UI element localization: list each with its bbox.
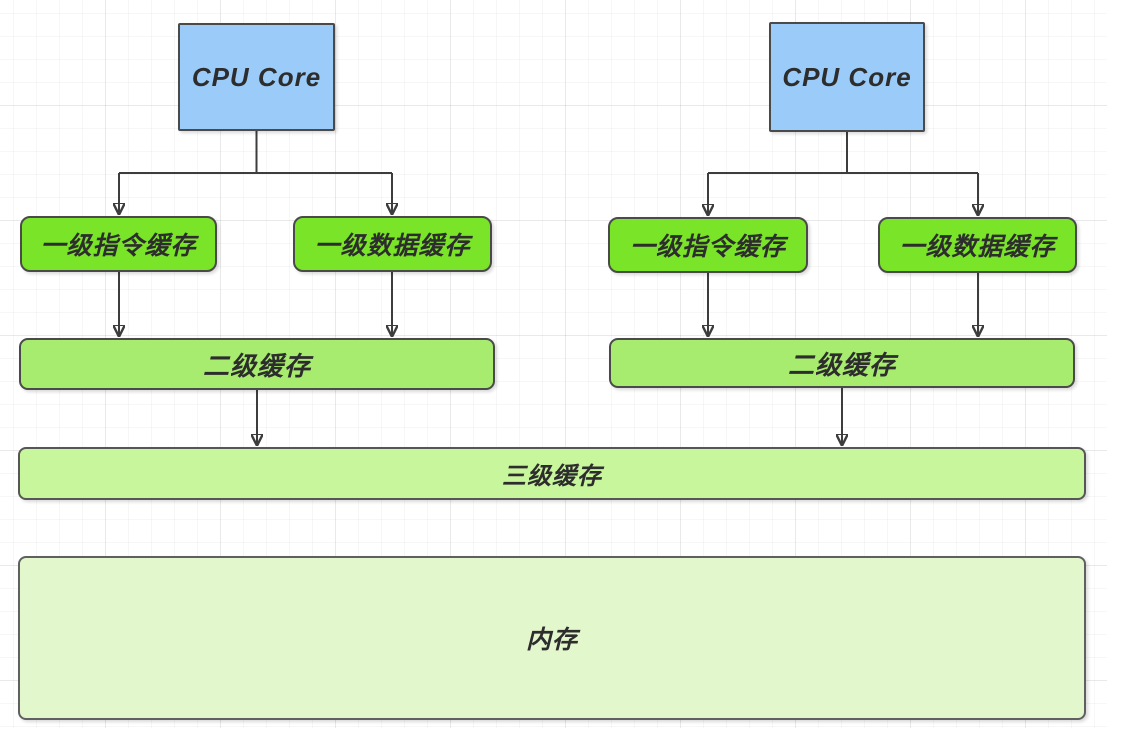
node-l1-instruction-cache-left[interactable]: 一级指令缓存 bbox=[20, 216, 217, 272]
node-memory[interactable]: 内存 bbox=[18, 556, 1086, 720]
node-cpu-core-right[interactable]: CPU Core bbox=[769, 22, 925, 132]
node-label: 一级指令缓存 bbox=[40, 232, 197, 260]
node-label: 二级缓存 bbox=[787, 349, 896, 380]
node-cpu-core-left[interactable]: CPU Core bbox=[178, 23, 335, 131]
node-label: 一级数据缓存 bbox=[314, 232, 471, 260]
node-label: 一级指令缓存 bbox=[629, 233, 786, 261]
node-l1-data-cache-left[interactable]: 一级数据缓存 bbox=[293, 216, 492, 272]
node-label: 一级数据缓存 bbox=[899, 233, 1056, 261]
node-label: 二级缓存 bbox=[202, 350, 311, 381]
node-l2-cache-right[interactable]: 二级缓存 bbox=[609, 338, 1075, 388]
node-l1-instruction-cache-right[interactable]: 一级指令缓存 bbox=[608, 217, 808, 273]
node-l1-data-cache-right[interactable]: 一级数据缓存 bbox=[878, 217, 1077, 273]
node-label: CPU Core bbox=[782, 61, 912, 92]
node-label: CPU Core bbox=[191, 61, 322, 92]
node-label: 三级缓存 bbox=[502, 463, 602, 490]
node-label: 内存 bbox=[525, 626, 578, 654]
node-l2-cache-left[interactable]: 二级缓存 bbox=[19, 338, 495, 390]
node-l3-cache[interactable]: 三级缓存 bbox=[18, 447, 1086, 500]
